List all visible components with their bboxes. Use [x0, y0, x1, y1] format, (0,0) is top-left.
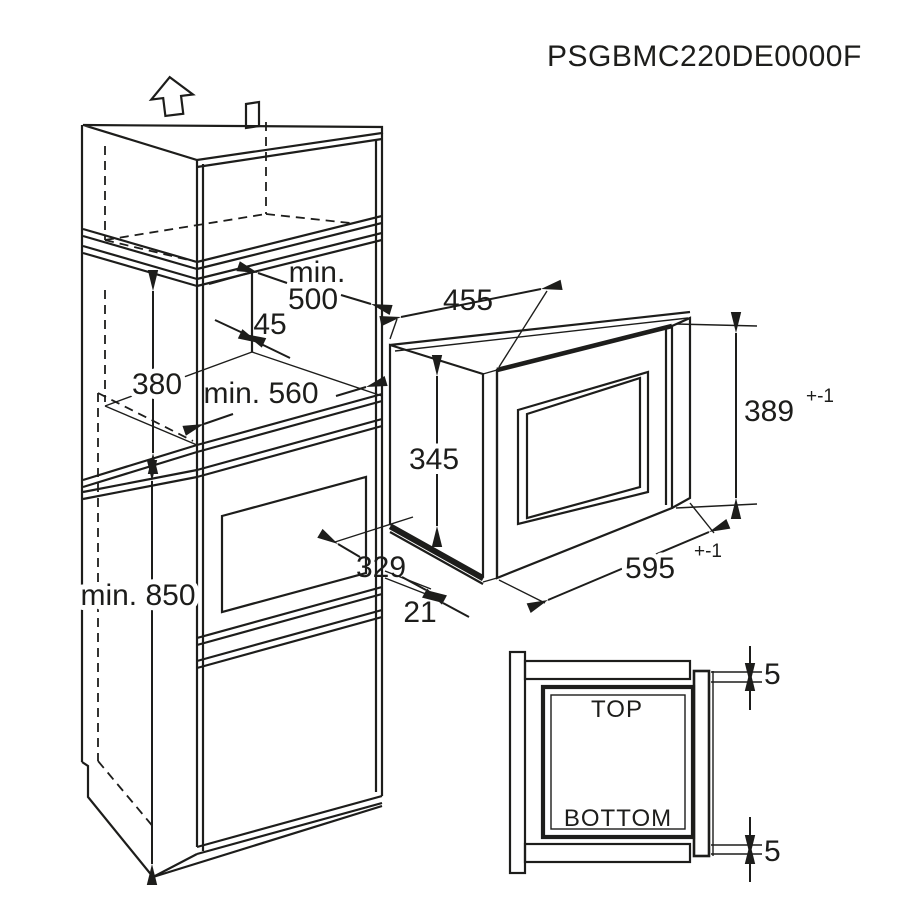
detail-top-shelf: [523, 659, 692, 681]
oven-door-window: [220, 475, 368, 614]
detail-bottom-shelf: [523, 842, 692, 864]
door-thickness-label: 21: [403, 596, 436, 629]
niche-width-prefix-label: min.: [289, 256, 346, 289]
detail-view: 5 5 TOP BOTTOM: [508, 646, 781, 882]
base-height-label: min. 850: [80, 579, 195, 612]
detail-door-section: [692, 669, 711, 858]
model-code-title: PSGBMC220DE0000F: [547, 40, 862, 73]
depth-label: 455: [443, 284, 493, 317]
detail-side-panel: [508, 650, 527, 875]
body-height-label: 345: [409, 443, 459, 476]
detail-bottom-label: BOTTOM: [564, 805, 672, 832]
recess-depth-label: 329: [356, 551, 406, 584]
cabinet-outline: [80, 75, 384, 879]
detail-top-label: TOP: [591, 696, 643, 723]
microwave-window: [516, 370, 650, 526]
side-clearance-label: 45: [253, 308, 286, 341]
niche-height-label: 380: [132, 368, 182, 401]
cabinet-dimensions: min. 500 45 380 min. 560 min. 850 329: [75, 256, 414, 885]
niche-depth-label: min. 560: [203, 377, 318, 410]
front-width-label: 595: [625, 552, 675, 585]
niche-width-label: 500: [288, 283, 338, 316]
microwave-outline: [388, 310, 692, 585]
front-width-tolerance: +-1: [694, 541, 722, 562]
front-height-label: 389: [744, 395, 794, 428]
overlap-top-label: 5: [764, 658, 781, 691]
microwave-dimensions: 455 345 389 +-1 595 +-1 21: [379, 279, 834, 629]
front-height-tolerance: +-1: [806, 386, 834, 407]
overlap-bottom-label: 5: [764, 835, 781, 868]
lift-out-arrow-icon: [148, 75, 196, 118]
